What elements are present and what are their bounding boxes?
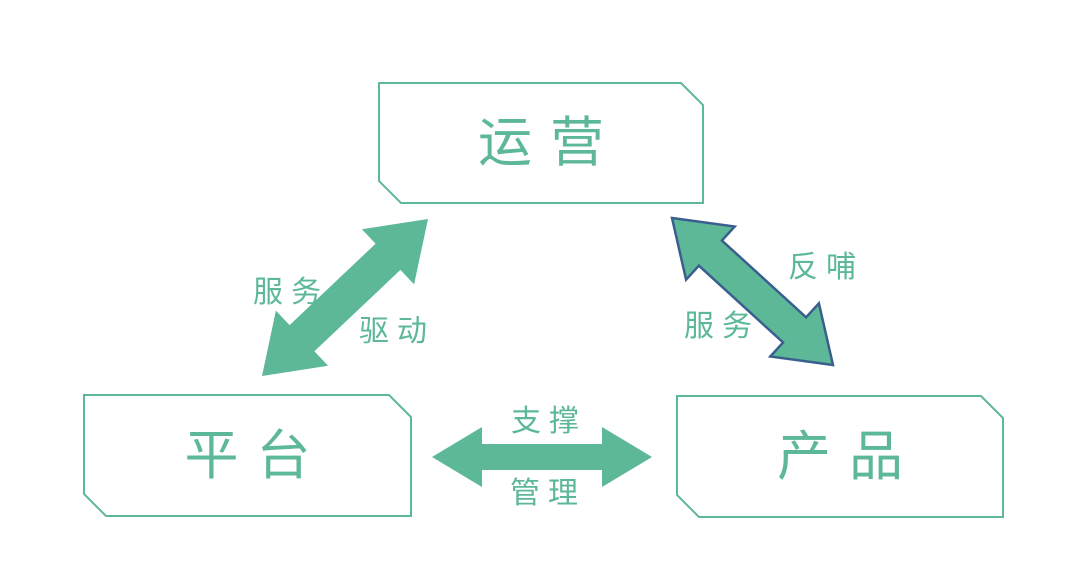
node-operations-label: 运营 [478, 113, 622, 173]
edge-operations-product-label-upper: 反哺 [788, 251, 864, 284]
edge-platform-product-label-upper: 支撑 [511, 405, 587, 438]
edge-operations-product-label-lower: 服务 [684, 310, 760, 343]
edge-platform-operations-label-lower: 驱动 [359, 315, 435, 348]
arrow-platform-operations [262, 219, 428, 376]
node-platform-box [83, 394, 412, 517]
node-product-label: 产品 [777, 426, 921, 487]
edge-platform-product-label-lower: 管理 [510, 477, 586, 510]
arrow-platform-product [432, 427, 652, 487]
node-platform-label: 平台 [184, 425, 329, 486]
edge-platform-operations-label-upper: 服务 [253, 276, 329, 309]
node-operations-box [378, 82, 704, 204]
node-product-box [676, 395, 1004, 518]
arrow-operations-product [670, 216, 835, 367]
